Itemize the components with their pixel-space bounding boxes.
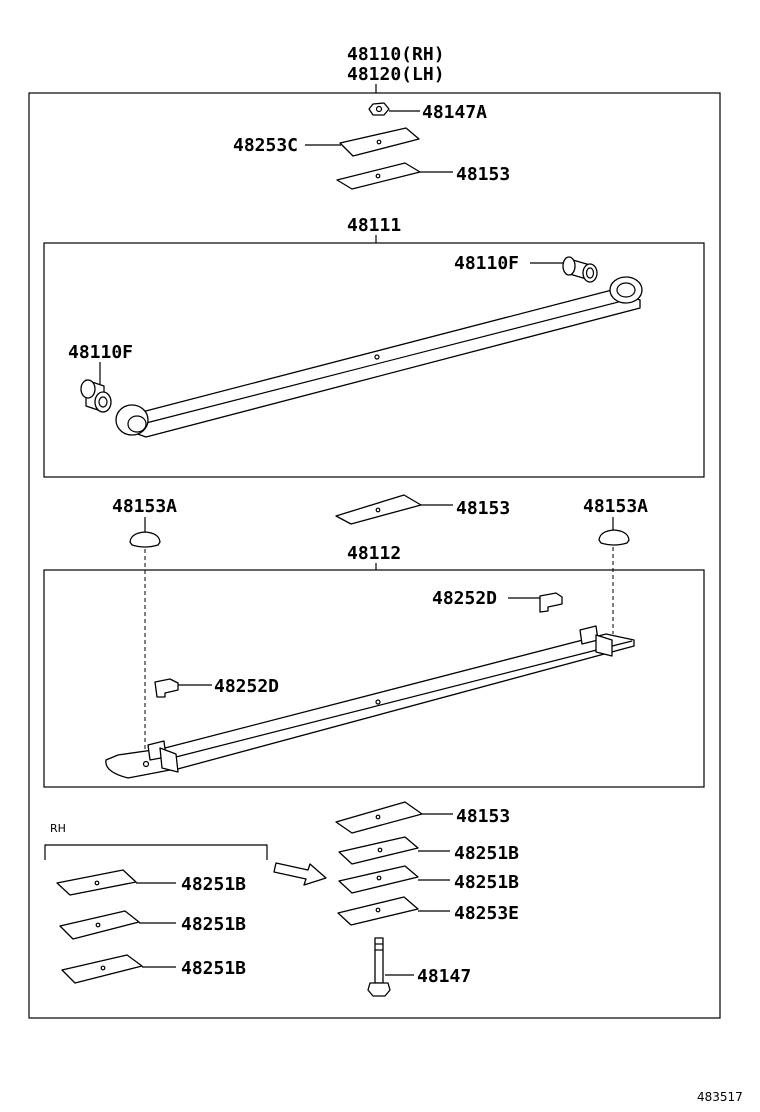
insert-top-part-number: 48153 [456,164,510,185]
nut-48147a [368,102,390,116]
bushing-right-part-number: 48110F [454,253,519,274]
main-leaf-spring [115,276,643,438]
plate-48253e [337,896,419,926]
bushing-left-part-number: 48110F [68,342,133,363]
rh-plate-1-part-number: 48251B [181,874,246,895]
clip-left-part-number: 48252D [214,676,279,697]
plate-e-part-number: 48253E [454,903,519,924]
clip-right-part-number: 48252D [432,588,497,609]
silencer-right-part-number: 48153A [583,496,648,517]
silencer-left-part-number: 48153A [112,496,177,517]
clip-right [539,592,563,613]
insert-bottom-part-number: 48153 [456,806,510,827]
insert-mid-part-number: 48153 [456,498,510,519]
bushing-left [80,379,112,413]
figure-id: 483517 [697,1090,743,1104]
rh-label: RH [50,822,66,835]
assembly-frame [28,92,721,1019]
clip-left [154,678,179,698]
second-leaf-spring [105,625,635,779]
rh-bracket [44,844,268,860]
center-bolt [367,937,391,997]
insert-48153-top [336,162,421,190]
insert-48153-bottom [335,801,423,834]
assembly-lh-label: 48120(LH) [347,64,445,85]
plate-top-part-number: 48253C [233,135,298,156]
second-leaf-part-number: 48112 [347,543,401,564]
main-leaf-part-number: 48111 [347,215,401,236]
assembly-rh-label: 48110(RH) [347,44,445,65]
nut-part-number: 48147A [422,102,487,123]
rh-plate-2 [59,910,140,940]
rh-plate-2-part-number: 48251B [181,914,246,935]
silencer-right [598,529,630,546]
rh-plate-3-part-number: 48251B [181,958,246,979]
silencer-left [129,531,161,548]
plate-b2-part-number: 48251B [454,872,519,893]
plate-48251b-2 [338,865,419,894]
plate-b1-part-number: 48251B [454,843,519,864]
rh-plate-3 [61,954,143,984]
main-leaf-box [43,242,705,478]
plate-48251b-1 [338,836,419,865]
bushing-right [562,256,598,283]
plate-48253c [339,127,420,157]
insert-48153-mid [335,494,422,525]
second-leaf-box [43,569,705,788]
bolt-part-number: 48147 [417,966,471,987]
arrow-right-icon [273,862,327,886]
rh-plate-1 [56,869,137,896]
